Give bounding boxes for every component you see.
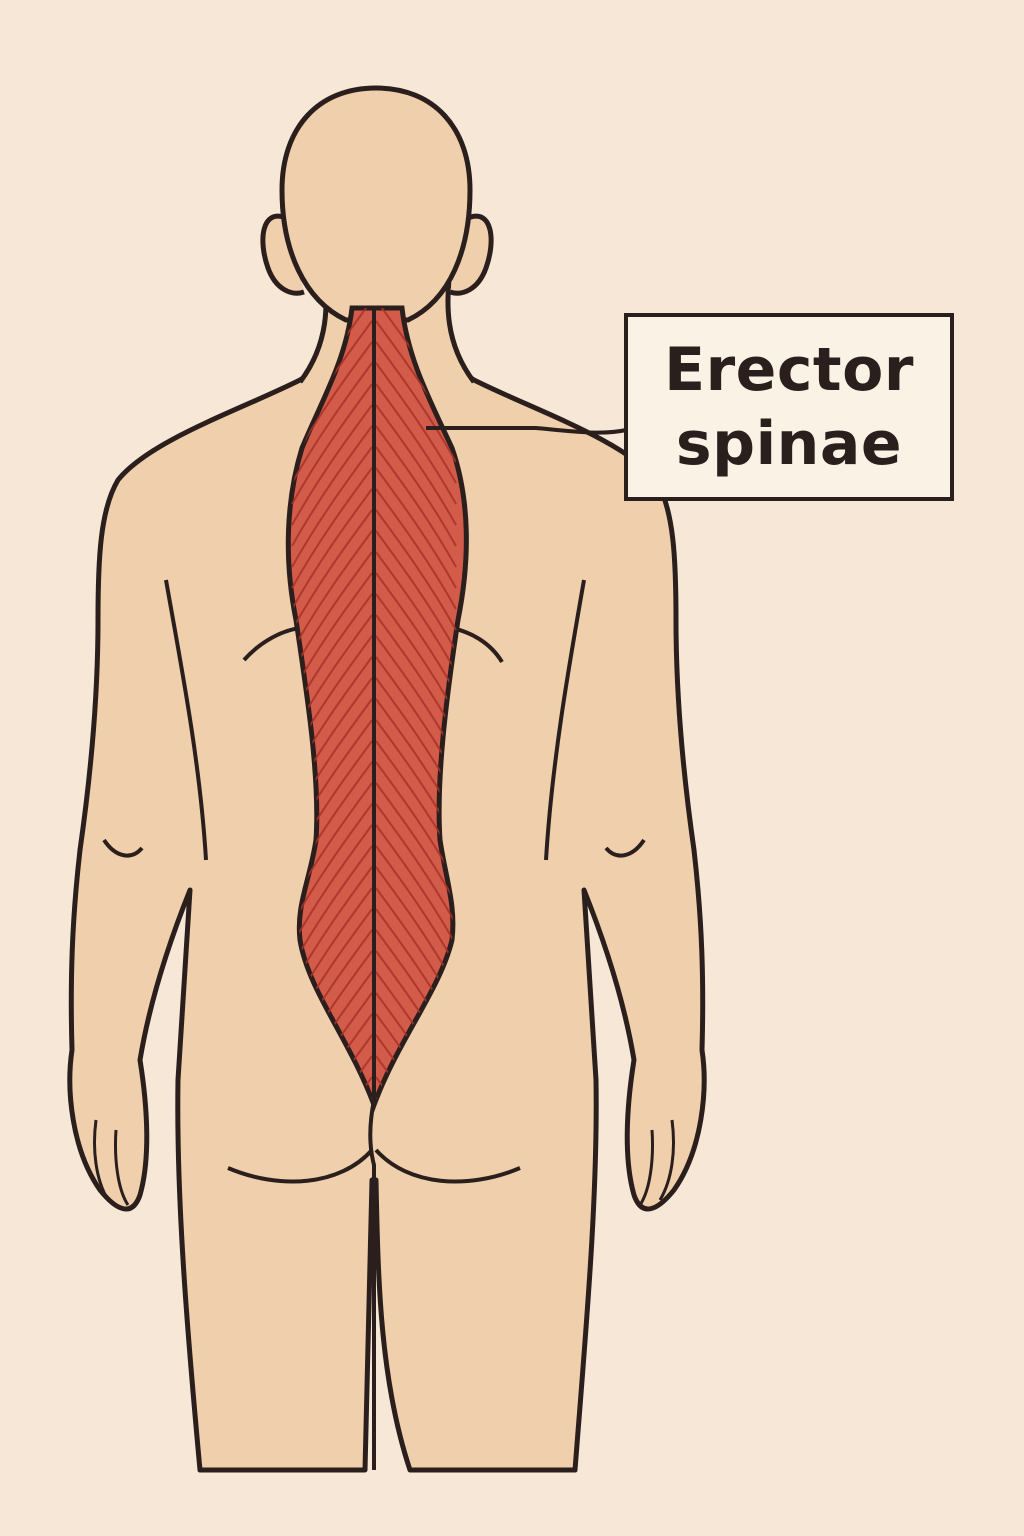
muscle-fiber bbox=[291, 404, 373, 526]
muscle-label-box: Erector spinae bbox=[624, 313, 954, 501]
muscle-fiber bbox=[291, 551, 373, 673]
leader-line bbox=[426, 426, 627, 435]
muscle-fiber bbox=[375, 488, 457, 610]
muscle-fiber bbox=[375, 803, 457, 925]
muscle-fiber bbox=[291, 383, 373, 505]
muscle-fiber bbox=[375, 362, 457, 484]
muscle-fiber bbox=[291, 446, 373, 568]
muscle-fiber bbox=[291, 824, 373, 946]
muscle-fiber bbox=[291, 488, 373, 610]
muscle-fiber bbox=[375, 341, 457, 463]
muscle-fiber bbox=[375, 572, 457, 694]
left-ear bbox=[260, 213, 305, 296]
muscle-fiber bbox=[375, 1055, 457, 1105]
muscle-fiber bbox=[291, 467, 373, 589]
muscle-fiber bbox=[375, 530, 457, 652]
muscle-fiber bbox=[375, 446, 457, 568]
muscle-fiber bbox=[291, 803, 373, 925]
head bbox=[279, 85, 473, 323]
muscle-fiber bbox=[375, 845, 457, 967]
muscle-fiber bbox=[375, 782, 457, 904]
muscle-fiber bbox=[375, 551, 457, 673]
muscle-fiber bbox=[375, 404, 457, 526]
muscle-fiber bbox=[375, 425, 457, 547]
muscle-fiber bbox=[291, 509, 373, 631]
muscle-fiber bbox=[291, 362, 373, 484]
gluteal-line-left bbox=[227, 1148, 374, 1184]
muscle-fiber bbox=[375, 824, 457, 946]
muscle-fiber bbox=[291, 425, 373, 547]
muscle-fiber bbox=[291, 530, 373, 652]
gluteal-line-right bbox=[374, 1148, 521, 1184]
muscle-fiber bbox=[375, 509, 457, 631]
muscle-fiber bbox=[375, 467, 457, 589]
muscle-fiber bbox=[375, 593, 457, 715]
gluteal-cleft bbox=[368, 1099, 376, 1470]
right-ear bbox=[449, 213, 494, 296]
muscle-fiber bbox=[375, 383, 457, 505]
muscle-label: Erector spinae bbox=[664, 335, 914, 479]
muscle-fiber bbox=[291, 1055, 373, 1105]
